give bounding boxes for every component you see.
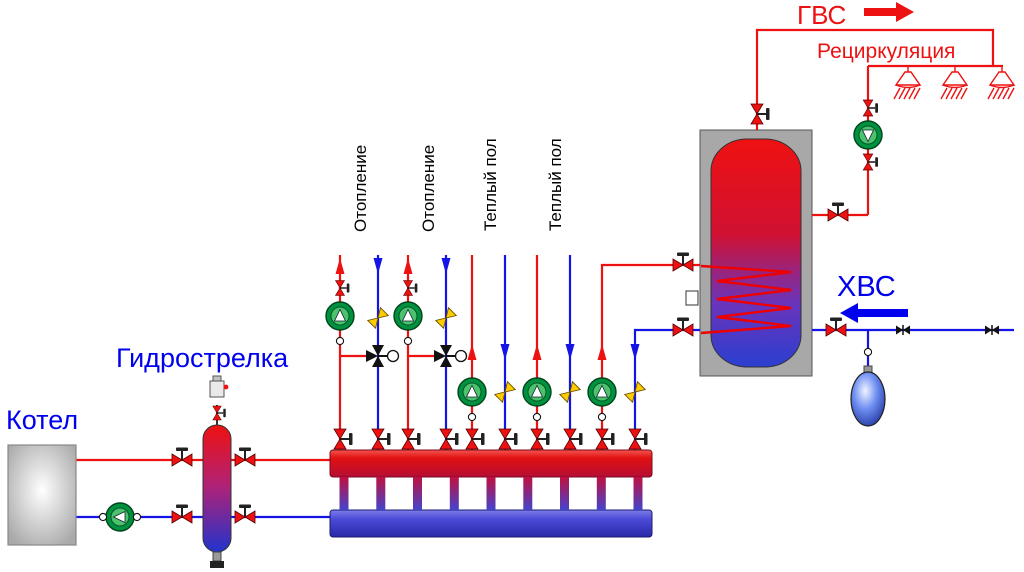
separator-body [202,424,232,553]
check-fitting-icon [895,324,911,336]
flow-up-arrow [532,344,542,360]
flow-down-arrow [500,344,510,360]
flow-down-arrow [565,344,575,360]
manifold-return-bar [329,509,653,538]
circuit-label-floor-2: Теплый пол [546,138,565,231]
circuit-label-floor-1: Теплый пол [481,138,500,231]
ball-valve-icon [628,428,649,450]
union-icon [863,347,873,357]
ball-valve-icon [371,428,392,450]
ball-valve-icon [334,279,351,297]
separator-label: Гидрострелка [116,343,289,373]
union-icon [467,412,477,422]
circulation-pump-icon [325,301,355,331]
ball-valve-icon [672,251,694,272]
drain-valve-icon [210,561,224,568]
ball-valve-icon [530,428,551,450]
ball-valve-icon [234,503,256,524]
three-way-mixing-valve-icon [365,344,400,368]
ball-valve-icon [672,316,694,337]
hydraulic-separator [202,375,232,568]
manifold-supply-bar [329,449,653,478]
union-icon [597,412,607,422]
manifold [329,449,653,538]
circuit-label-heating-2: Отопление [419,145,438,232]
ball-valve-icon [563,428,584,450]
flow-down-arrow [373,258,383,274]
flow-arrows [335,258,640,360]
ball-valve-icon [827,201,849,222]
flow-down-arrow [630,344,640,360]
union-icon [98,512,108,522]
cold-water-flow-arrow [840,303,908,323]
circulation-pump-icon [522,377,552,407]
shower-icon [987,65,1015,100]
storage-tank [685,129,813,377]
separator-bottom-stub [212,551,222,562]
circulation-pump-icon [853,120,883,150]
ball-valve-icon [498,428,519,450]
circuit-label-heating-1: Отопление [351,145,370,232]
ball-valve-icon [465,428,486,450]
dhw-label: ГВС [797,0,846,30]
flow-up-arrow [467,344,477,360]
shower-icon [893,65,921,100]
boiler-label: Котел [6,405,78,435]
ball-valve-icon [402,279,419,297]
ball-valve-icon [862,99,879,117]
air-vent-icon [209,375,229,398]
union-icon [403,336,413,346]
circulation-pump-icon [457,377,487,407]
union-icon [532,412,542,422]
manifold-posts [339,477,643,510]
cold-water-label: ХВС [837,271,896,303]
ball-valve-icon [862,153,879,171]
three-way-mixing-valve-icon [433,344,468,368]
tank-vessel [710,138,802,368]
tank-coil [700,264,792,335]
ball-valve-icon [401,428,422,450]
tank-sensor-icon [685,290,699,306]
ball-valve-icon [171,446,193,467]
ball-valve-icon [595,428,616,450]
union-icon [132,512,142,522]
ball-valve-icon [439,428,460,450]
flow-up-arrow [597,344,607,360]
ball-valve-icon [750,103,771,125]
ball-valve-icon [333,428,354,450]
boiler-unit [7,444,77,546]
flow-down-arrow [441,258,451,274]
expansion-tank-icon [850,365,886,427]
check-fitting-icon [984,324,1000,336]
ball-valve-icon [234,446,256,467]
flow-up-arrow [403,258,413,274]
shower-icon [940,65,968,100]
circulation-pump-icon [105,502,135,532]
circulation-pump-icon [393,301,423,331]
circulation-pump-icon [587,377,617,407]
dhw-flow-arrow [864,2,914,22]
recirculation-label: Рециркуляция [817,40,955,63]
ball-valve-icon [171,503,193,524]
flow-up-arrow [335,258,345,274]
ball-valve-icon [825,316,847,337]
union-icon [335,336,345,346]
ball-valve-icon [212,405,227,421]
